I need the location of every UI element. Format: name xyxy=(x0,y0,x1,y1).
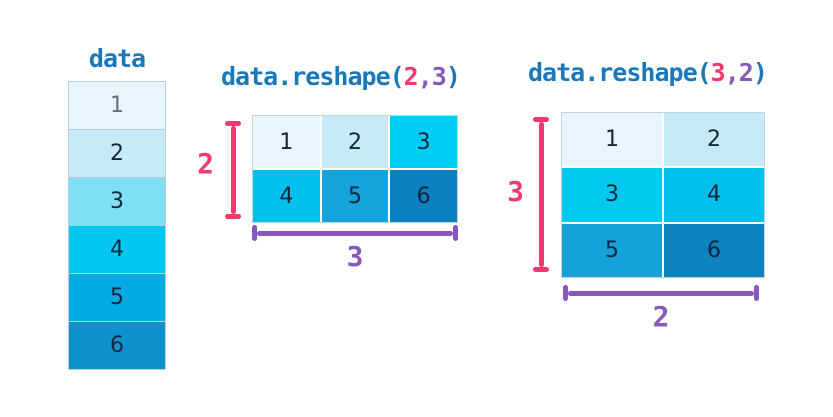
cols-arg: 2 xyxy=(738,58,754,87)
bracket-cap xyxy=(225,121,241,126)
bracket-cap xyxy=(533,267,549,272)
bracket-cap xyxy=(252,225,257,241)
grid-cell: 1 xyxy=(253,116,320,168)
bracket-stem xyxy=(538,122,544,267)
reshape32-cols-label: 2 xyxy=(652,300,670,333)
reshape32-grid: 1 2 3 4 5 6 xyxy=(561,112,765,278)
data-cell: 4 xyxy=(68,225,166,274)
grid-cell: 2 xyxy=(321,116,389,168)
grid-cell: 4 xyxy=(664,168,764,222)
bracket-cap xyxy=(563,285,568,301)
grid-cell: 6 xyxy=(390,170,457,222)
bracket-cap xyxy=(533,117,549,122)
grid-cell: 3 xyxy=(562,168,662,222)
grid-cell: 6 xyxy=(664,223,764,277)
code-text: ) xyxy=(445,62,461,91)
bracket-stem xyxy=(257,230,453,236)
code-text: data.reshape( xyxy=(221,62,405,91)
grid-cell: 1 xyxy=(562,113,662,167)
cols-arg: 3 xyxy=(431,62,447,91)
code-text: ) xyxy=(752,58,768,87)
data-column: 1 2 3 4 5 6 xyxy=(68,81,166,370)
grid-cell: 5 xyxy=(562,223,662,277)
bracket-cap xyxy=(754,285,759,301)
data-cell: 5 xyxy=(68,273,166,322)
reshape23-title: data.reshape(2,3) xyxy=(221,62,461,91)
data-column-title: data xyxy=(88,44,146,73)
bracket-stem xyxy=(568,290,754,296)
reshape32-title: data.reshape(3,2) xyxy=(528,58,768,87)
data-cell: 3 xyxy=(68,177,166,226)
code-text: data.reshape( xyxy=(528,58,712,87)
rows-arg: 3 xyxy=(710,58,726,87)
data-cell: 1 xyxy=(68,81,166,130)
grid-cell: 5 xyxy=(321,170,389,222)
rows-arg: 2 xyxy=(403,62,419,91)
reshape23-grid: 1 2 3 4 5 6 xyxy=(252,115,458,223)
grid-cell: 3 xyxy=(390,116,457,168)
bracket-cap xyxy=(225,214,241,219)
grid-cell: 4 xyxy=(253,170,320,222)
data-cell: 6 xyxy=(68,321,166,370)
rows-bracket xyxy=(533,117,549,272)
grid-cell: 2 xyxy=(664,113,764,167)
comma: , xyxy=(417,62,433,91)
rows-bracket xyxy=(225,121,241,219)
bracket-stem xyxy=(230,126,236,214)
reshape23-rows-label: 2 xyxy=(197,147,214,180)
reshape23-cols-label: 3 xyxy=(346,240,364,273)
reshape32-rows-label: 3 xyxy=(507,175,524,208)
data-cell: 2 xyxy=(68,129,166,178)
comma: , xyxy=(724,58,740,87)
cols-bracket xyxy=(252,225,458,241)
bracket-cap xyxy=(453,225,458,241)
cols-bracket xyxy=(563,285,759,301)
